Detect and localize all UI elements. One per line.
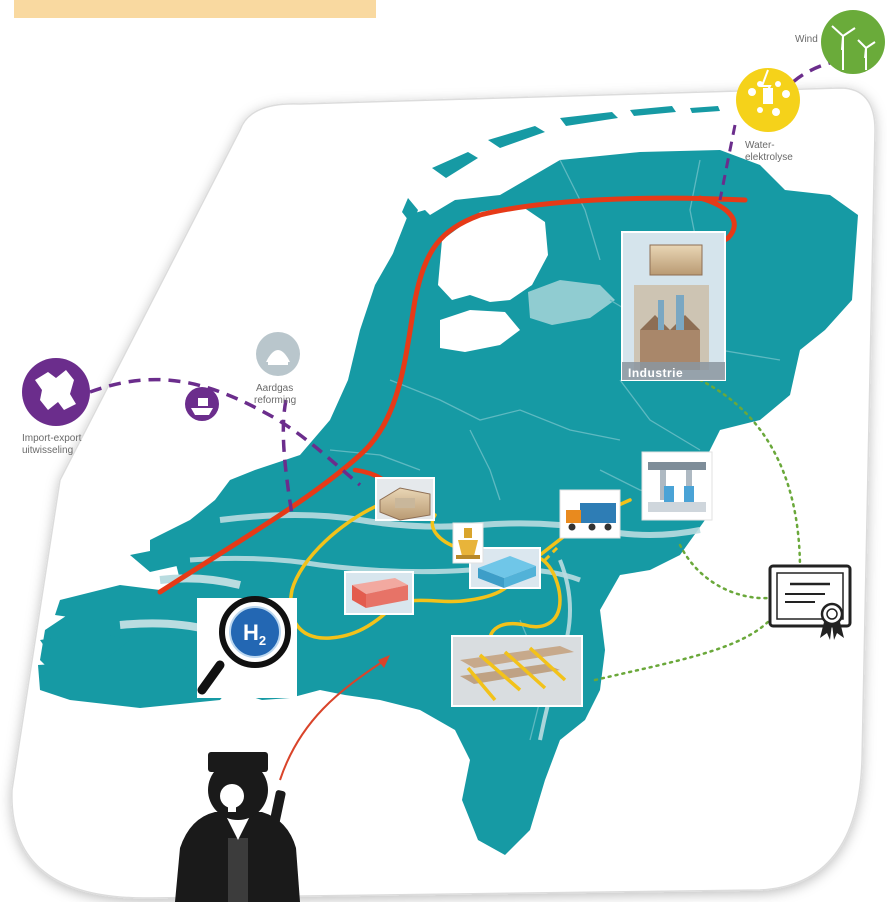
h2-letter: H: [243, 620, 259, 645]
storage-tank-icon: [344, 571, 414, 615]
wadden-island-6: [690, 106, 720, 113]
certificate-icon: [768, 564, 852, 640]
compressor-icon: [469, 547, 541, 589]
europe-map-icon: [22, 358, 90, 426]
electrolysis-icon: [736, 68, 800, 132]
wadden-island-5: [630, 106, 676, 116]
flevoland-gap: [528, 280, 615, 325]
header-bar: [14, 0, 376, 18]
aardgas-label-2: reforming: [254, 395, 297, 406]
wadden-island-2: [432, 152, 478, 178]
purple-route-import: [89, 377, 362, 487]
import-export-label-1: Import-export: [22, 433, 82, 444]
purple-route-electrolysis: [718, 124, 737, 201]
industry-plant-icon: [621, 231, 726, 381]
wadden-island-1: [402, 198, 418, 225]
ijsselmeer: [438, 205, 548, 302]
red-pipeline: [157, 195, 748, 595]
inspector-arrowhead: [378, 655, 390, 668]
wind-turbine-icon: [821, 10, 885, 74]
h2-label: H2: [243, 620, 266, 648]
wadden-island-4: [560, 112, 618, 126]
estuary-1: [159, 574, 241, 589]
purple-route-aardgas: [281, 399, 294, 516]
refinery-icon: [375, 477, 435, 521]
aardgas-label-1: Aardgas: [256, 383, 294, 394]
ship-import-icon: [185, 387, 219, 421]
hydrogen-magnifier-icon: [197, 596, 297, 698]
noord-holland: [376, 210, 440, 355]
industrie-label: Industrie: [628, 366, 684, 380]
zeeland-south: [38, 660, 240, 708]
wind-label: Wind: [795, 34, 818, 45]
import-export-label-2: uitwisseling: [22, 445, 74, 456]
zeeland-island-1: [55, 585, 160, 620]
wadden-island-3: [488, 126, 545, 148]
inspector-person-icon: [175, 752, 300, 902]
markermeer: [440, 310, 520, 352]
zeeland-island-3: [130, 545, 195, 572]
truck-icon: [559, 489, 621, 539]
valve-icon: [452, 522, 484, 564]
water-electrolysis-label-1: Water-: [745, 140, 775, 151]
zeeland-island-2: [40, 632, 130, 662]
natural-gas-reforming-icon: [256, 332, 300, 376]
water-electrolysis-label-2: elektrolyse: [745, 152, 793, 163]
h2-subscript: 2: [259, 633, 266, 648]
storage-cavern-icon: [451, 635, 583, 707]
fuel-station-icon: [641, 451, 713, 521]
green-dotted-links: [593, 378, 802, 682]
inspector-arrow: [279, 659, 386, 781]
